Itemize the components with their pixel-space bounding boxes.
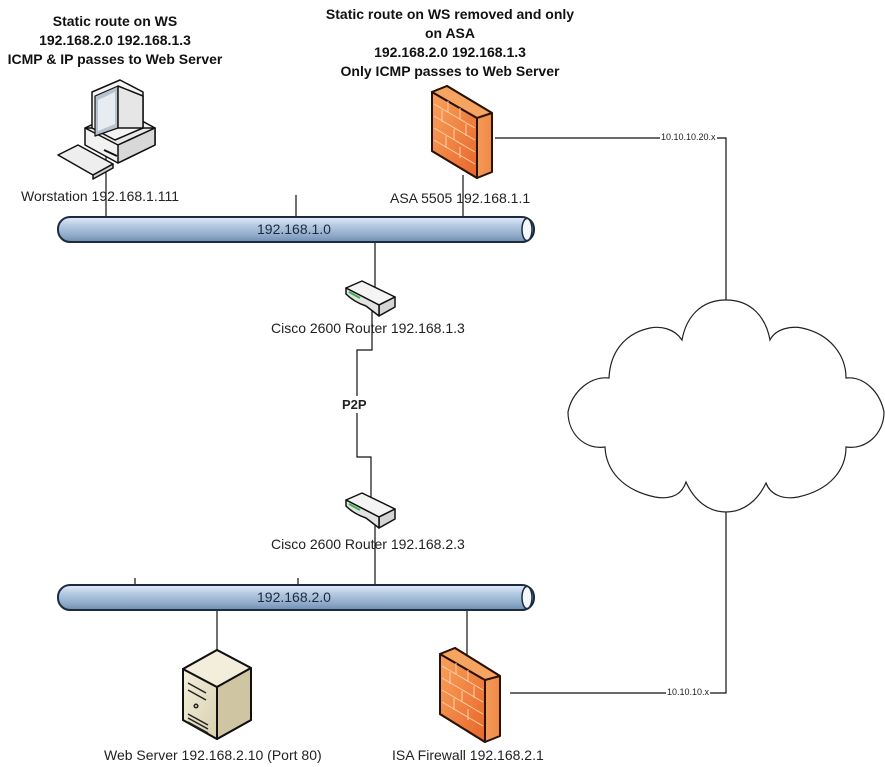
note-line: 192.168.2.0 192.168.1.3 (374, 44, 526, 60)
firewall-icon[interactable] (431, 85, 493, 179)
link-asa-cloud (495, 137, 727, 303)
note-line: Static route on WS (52, 13, 178, 29)
note-line: Only ICMP passes to Web Server (340, 63, 560, 79)
firewall-icon[interactable] (439, 647, 501, 743)
network-bus-bottom (57, 584, 535, 611)
workstation-label: Worstation 192.168.1.111 (21, 188, 179, 204)
asa-wan-label: 10.10.10.20.x (660, 132, 717, 142)
note-line: ICMP & IP passes to Web Server (7, 51, 223, 67)
router-icon[interactable] (345, 280, 396, 317)
network-bus-top (57, 216, 535, 243)
router-top-label: Cisco 2600 Router 192.168.1.3 (271, 320, 465, 336)
server-icon[interactable] (182, 649, 252, 740)
note-line: Static route on WS removed and only (325, 6, 575, 22)
web-server-label: Web Server 192.168.2.10 (Port 80) (104, 747, 322, 763)
cloud-icon (567, 299, 885, 513)
link-isa-cloud (510, 512, 727, 694)
asa-label: ASA 5505 192.168.1.1 (390, 190, 531, 206)
isa-wan-label: 10.10.10.x (666, 687, 711, 697)
workstation-icon[interactable] (57, 79, 156, 180)
network-bottom-label: 192.168.2.0 (257, 589, 331, 605)
p2p-label: P2P (342, 396, 367, 413)
note-line: on ASA (424, 25, 476, 41)
network-top-label: 192.168.1.0 (257, 221, 331, 237)
router-icon[interactable] (345, 492, 396, 529)
note-workstation-route: Static route on WS 192.168.2.0 192.168.1… (0, 12, 230, 69)
note-asa-route: Static route on WS removed and only on A… (305, 5, 595, 81)
isa-label: ISA Firewall 192.168.2.1 (392, 747, 544, 763)
router-bottom-label: Cisco 2600 Router 192.168.2.3 (271, 536, 465, 552)
note-line: 192.168.2.0 192.168.1.3 (39, 32, 191, 48)
